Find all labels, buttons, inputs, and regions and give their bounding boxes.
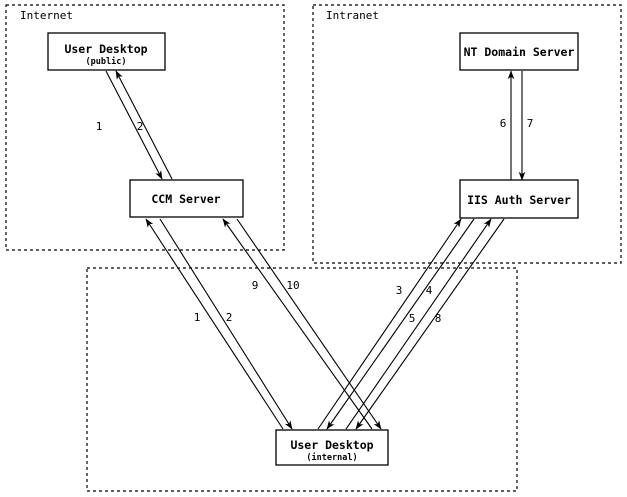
step-label-2-top: 2 (137, 120, 144, 133)
flow-line-1-bottom (145, 218, 284, 430)
step-label-1-bottom: 1 (194, 311, 201, 324)
step-label-6: 6 (500, 117, 507, 130)
node-title-user-desktop-public: User Desktop (64, 42, 147, 56)
zone-boundaries (5, 4, 622, 492)
node-box-ccm-server (129, 179, 244, 218)
node-box-nt-domain-server (459, 32, 579, 71)
step-label-9: 9 (252, 279, 259, 292)
step-label-3: 3 (396, 284, 403, 297)
flow-internal-desktop-iis-34 (317, 218, 475, 430)
zone-internet-boundary (5, 4, 285, 251)
step-label-7: 7 (527, 117, 534, 130)
step-label-10: 10 (286, 279, 299, 292)
node-title-ccm-server: CCM Server (151, 192, 220, 206)
step-label-5: 5 (409, 312, 416, 325)
node-subtitle-user-desktop-internal: (internal) (306, 452, 357, 463)
step-label-4: 4 (426, 284, 433, 297)
flow-line-9 (222, 218, 373, 430)
zone-intranet-boundary (312, 4, 622, 264)
node-ccm-server[interactable]: CCM Server (129, 179, 244, 218)
flow-internal-desktop-ccm-910 (222, 218, 382, 430)
node-user-desktop-public[interactable]: User Desktop (public) (47, 32, 166, 71)
flow-internal-desktop-ccm-12 (145, 218, 293, 430)
zone-label-internet: Internet (20, 9, 73, 22)
node-title-user-desktop-internal: User Desktop (290, 438, 373, 452)
zone-label-intranet: Intranet (326, 9, 379, 22)
step-label-2-bottom: 2 (226, 311, 233, 324)
flow-line-10 (236, 218, 382, 430)
node-nt-domain-server[interactable]: NT Domain Server (459, 32, 579, 71)
node-box-user-desktop-public (47, 32, 166, 71)
flow-line-2-top (115, 70, 173, 180)
flow-internal-desktop-iis-58 (345, 218, 505, 430)
node-title-nt-domain-server: NT Domain Server (464, 45, 575, 59)
node-box-user-desktop-internal (275, 429, 389, 466)
flow-line-2-bottom (159, 218, 293, 430)
node-iis-auth-server[interactable]: IIS Auth Server (459, 179, 579, 219)
zone-internal-boundary (86, 267, 518, 492)
node-user-desktop-internal[interactable]: User Desktop (internal) (275, 429, 389, 466)
flow-line-4 (326, 218, 475, 430)
flow-iis-nt (507, 70, 526, 181)
flow-line-3 (317, 218, 462, 430)
step-label-1-top: 1 (96, 120, 103, 133)
flow-line-8 (355, 218, 505, 430)
node-subtitle-user-desktop-public: (public) (86, 56, 127, 67)
node-box-iis-auth-server (459, 179, 579, 219)
flow-line-1-top (105, 70, 163, 180)
flow-line-5 (345, 218, 492, 430)
flow-public-desktop-ccm (105, 70, 173, 180)
node-title-iis-auth-server: IIS Auth Server (467, 193, 571, 207)
step-label-8: 8 (435, 312, 442, 325)
